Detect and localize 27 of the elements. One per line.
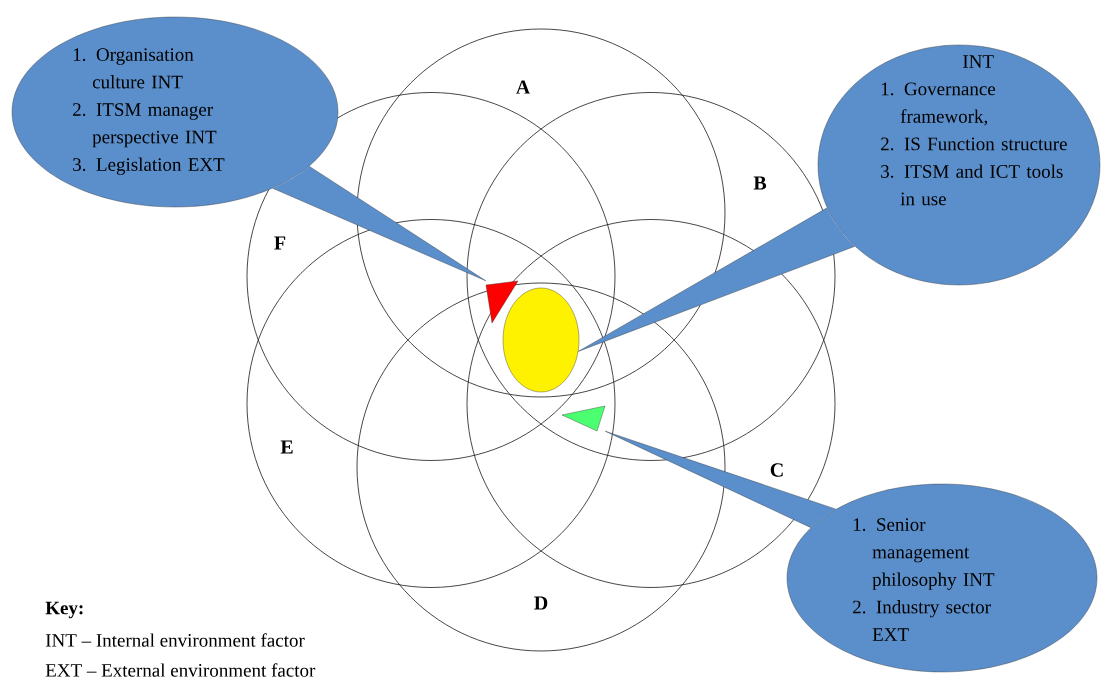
callout-pointer bbox=[605, 431, 837, 528]
key-text: Key: bbox=[45, 601, 83, 619]
callout-balloon bbox=[11, 16, 339, 208]
circle-letter: C bbox=[770, 463, 783, 477]
list-item: 2. ITSM manager perspective INT bbox=[73, 103, 217, 148]
list-item: 1. Organisation culture INT bbox=[73, 48, 194, 89]
callout-heading: INT bbox=[963, 55, 994, 68]
list-item: 3. Legislation EXT bbox=[73, 157, 225, 175]
callout-pointer bbox=[272, 166, 486, 281]
list-item: 3. ITSM and ICT tools in use bbox=[881, 164, 1063, 206]
callout-pointer bbox=[578, 207, 856, 352]
circle-letter: A bbox=[515, 80, 531, 94]
circle-letter: D bbox=[534, 596, 548, 610]
list-item: 2. IS Function structure bbox=[881, 137, 1067, 151]
list-item: 1. Senior management philosophy INT bbox=[853, 518, 995, 590]
key-text: EXT – External environment factor bbox=[45, 663, 316, 677]
circle-letter: E bbox=[280, 440, 293, 454]
triangle-marker bbox=[485, 280, 519, 324]
circle-letter: F bbox=[274, 236, 286, 250]
triangle-marker bbox=[561, 405, 606, 432]
list-item: 2. Industry sector EXT bbox=[853, 600, 991, 641]
circle-letter: B bbox=[753, 176, 767, 190]
key-text: INT – Internal environment factor bbox=[45, 633, 305, 647]
ellipse-marker bbox=[502, 287, 580, 393]
callout-balloon bbox=[817, 44, 1101, 286]
list-item: 1. Governance framework, bbox=[881, 82, 996, 126]
callout-balloon bbox=[786, 483, 1098, 673]
